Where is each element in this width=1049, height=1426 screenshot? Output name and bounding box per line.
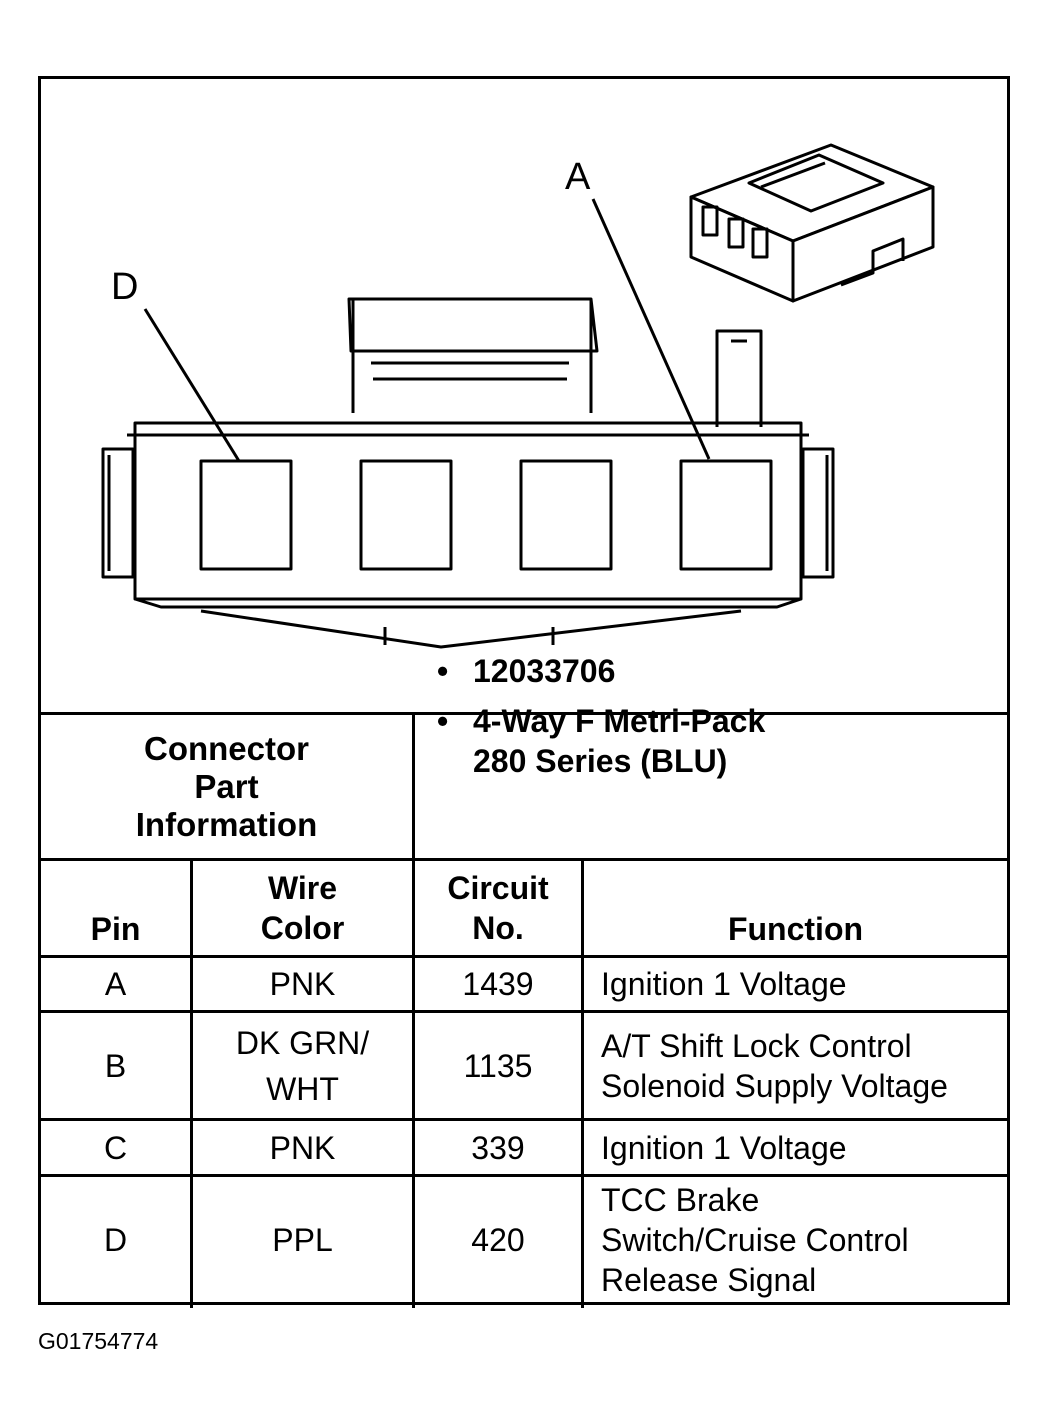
header-function: Function: [727, 911, 864, 947]
table-row-function: TCC Brake Switch/Cruise Control Release …: [601, 1181, 909, 1298]
header-wire-color: Wire Color: [260, 870, 345, 946]
table-row-pin: A: [104, 966, 127, 1002]
table-row-color: DK GRN/ WHT: [235, 1024, 370, 1107]
callout-d-label: D: [111, 266, 138, 308]
part-info-item: •12033706: [437, 653, 616, 689]
table-row-circuit: 1135: [463, 1047, 533, 1084]
callout-a-label: A: [565, 156, 591, 198]
table-row-color: PPL: [272, 1221, 333, 1258]
part-info-item: •4-Way F Metri-Pack 280 Series (BLU): [437, 703, 766, 779]
header-pin: Pin: [90, 911, 141, 947]
table-row-function: Ignition 1 Voltage: [601, 1129, 847, 1166]
table-row-circuit: 339: [471, 1129, 525, 1166]
table-row-pin: B: [104, 1047, 127, 1084]
connector-front-view: [101, 297, 835, 649]
table-row-circuit: 420: [471, 1221, 525, 1258]
part-info-label: Connector Part Information: [135, 729, 318, 843]
connector-diagram: A D: [101, 143, 935, 649]
connector-isometric-view: [689, 143, 935, 303]
part-info-list: •12033706 •4-Way F Metri-Pack 280 Series…: [437, 651, 765, 781]
table-row-circuit: 1439: [462, 966, 534, 1002]
part-number: 12033706: [473, 653, 616, 689]
header-circuit-no: Circuit No.: [447, 870, 549, 946]
connector-frame: A D Connector Part Information •12033706…: [38, 76, 1010, 1308]
table-row-function: Ignition 1 Voltage: [601, 966, 847, 1002]
callout-a-leader: [591, 198, 711, 460]
table-row-pin: D: [103, 1221, 128, 1258]
callout-d-leader: [143, 308, 241, 462]
table-row-color: PNK: [269, 1129, 336, 1166]
table-row-color: PNK: [269, 966, 336, 1002]
figure-code: G01754774: [38, 1328, 159, 1354]
table-row-pin: C: [103, 1129, 128, 1166]
connector-type: 4-Way F Metri-Pack 280 Series (BLU): [473, 703, 766, 779]
table-row-function: A/T Shift Lock Control Solenoid Supply V…: [601, 1027, 948, 1104]
